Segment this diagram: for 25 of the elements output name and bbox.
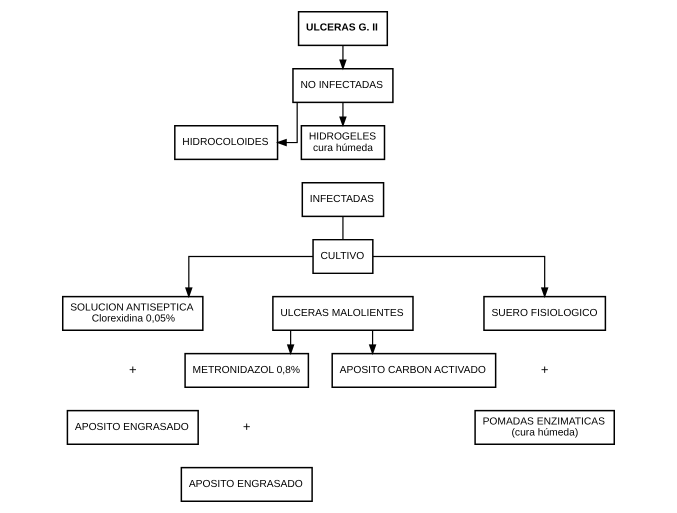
node-box: POMADAS ENZIMATICAS (cura húmeda) <box>474 410 616 445</box>
node-box: CULTIVO <box>312 238 374 274</box>
arrow <box>286 330 294 356</box>
node-box: HIDROGELES cura húmeda <box>300 125 386 160</box>
label: + <box>540 362 548 377</box>
node-box: HIDROCOLOIDES <box>174 125 278 160</box>
node-box: SUERO FISIOLOGICO <box>483 296 606 332</box>
arrow <box>339 102 347 128</box>
node-box: INFECTADAS <box>302 182 384 218</box>
arrow <box>339 46 347 70</box>
arrow <box>368 330 376 356</box>
label: + <box>128 362 137 377</box>
label: + <box>242 418 251 434</box>
node-box: APOSITO ENGRASADO <box>180 466 313 502</box>
arrow <box>276 102 298 146</box>
arrow <box>185 256 313 298</box>
node-box: APOSITO ENGRASADO <box>66 410 199 445</box>
node-box: NO INFECTADAS <box>292 68 394 104</box>
arrow <box>373 256 548 298</box>
node-box: ULCERAS MALOLIENTES <box>272 296 414 332</box>
node-box: METRONIDAZOL 0,8% <box>184 352 310 388</box>
node-box: ULCERAS G. II <box>298 11 388 46</box>
connector <box>342 216 344 240</box>
node-box: SOLUCION ANTISEPTICA Clorexidina 0,05% <box>62 296 204 332</box>
node-box: APOSITO CARBON ACTIVADO <box>331 352 496 388</box>
